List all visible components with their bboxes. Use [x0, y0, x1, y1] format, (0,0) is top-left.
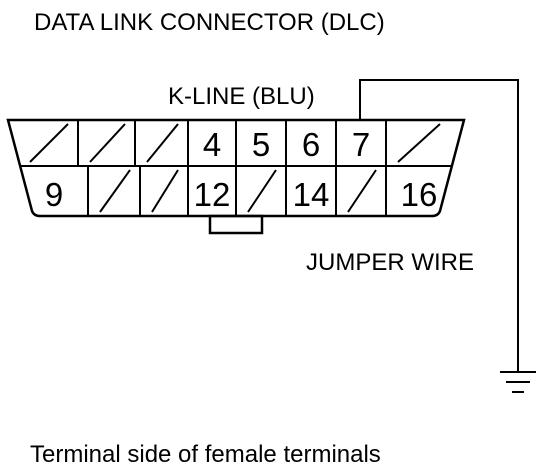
- pin-cell: 12: [194, 166, 237, 216]
- pin-cell: [146, 120, 189, 166]
- pin-cell: 4: [203, 120, 237, 166]
- unused-pin-slash: [99, 169, 131, 213]
- unused-pin-slash: [146, 123, 179, 163]
- unused-pin-slash: [397, 123, 441, 163]
- connector-key-tab: [208, 214, 264, 235]
- unused-pin-slash: [347, 169, 377, 213]
- k-line-label: K-LINE (BLU): [168, 83, 315, 110]
- pin-number: 4: [203, 126, 221, 163]
- pin-cell: 5: [252, 120, 287, 166]
- unused-pin-slash: [151, 169, 179, 213]
- pin-cell: 14: [293, 166, 337, 216]
- pin-number: 7: [352, 126, 370, 163]
- pin-cell: 9: [45, 166, 89, 216]
- pin-cell: [89, 120, 136, 166]
- pin-cell: [99, 166, 141, 216]
- pin-cell: [151, 166, 189, 216]
- unused-pin-slash: [29, 123, 69, 163]
- jumper-wire-label: JUMPER WIRE: [306, 249, 474, 276]
- diagram-title: DATA LINK CONNECTOR (DLC): [34, 9, 385, 36]
- jumper-wire: JUMPER WIRE: [306, 79, 519, 372]
- pin-cell: [347, 166, 387, 216]
- pin-number: 9: [45, 176, 63, 213]
- pin-number: 12: [194, 176, 231, 213]
- connector-body: [6, 118, 466, 218]
- pin-number: 6: [302, 126, 320, 163]
- pin-cell: [247, 166, 287, 216]
- pin-number: 14: [293, 176, 330, 213]
- pin-cell: [29, 120, 79, 166]
- pin-number: 5: [252, 126, 270, 163]
- pin-cell: 16: [401, 176, 438, 213]
- pin-number: 16: [401, 176, 438, 213]
- unused-pin-slash: [89, 123, 126, 163]
- unused-pin-slash: [247, 169, 277, 213]
- pin-cell: 6: [302, 120, 337, 166]
- caption: Terminal side of female terminals: [30, 441, 381, 468]
- jumper-wire-line: [359, 79, 519, 372]
- pin-cell: [397, 123, 441, 163]
- pin-cell: 7: [352, 120, 387, 166]
- ground-icon: [500, 371, 536, 393]
